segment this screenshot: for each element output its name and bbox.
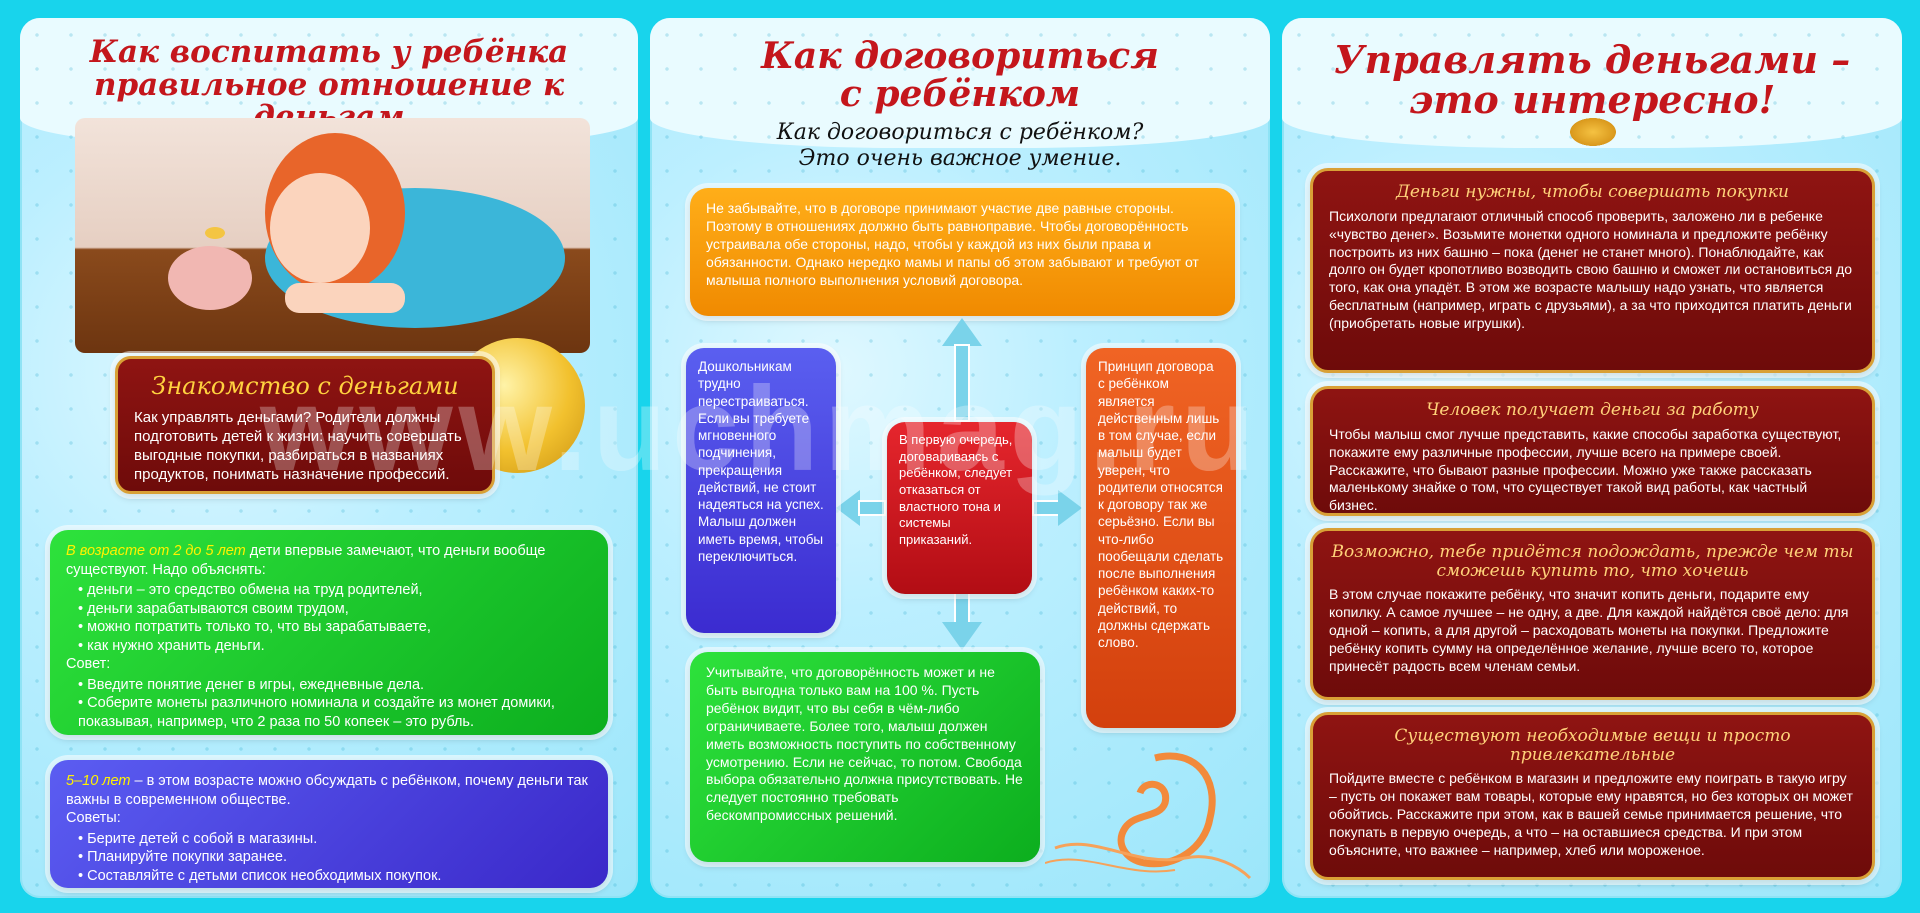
age-2-5-box: В возрасте от 2 до 5 лет дети впервые за… <box>50 530 608 735</box>
age1-item: деньги зарабатываются своим трудом, <box>78 600 592 619</box>
agreement-left-text: Дошкольникам трудно перестраиваться. Есл… <box>698 359 824 564</box>
age1-advice-item: Введите понятие денег в игры, ежедневные… <box>78 676 592 695</box>
age2-advice-list: Берите детей с собой в магазины. Планиру… <box>66 830 592 886</box>
money-box-text: Психологи предлагают отличный способ про… <box>1329 207 1853 332</box>
age-5-10-box: 5–10 лет – в этом возрасте можно обсужда… <box>50 760 608 888</box>
age2-advice-item: Составляйте с детьми список необходимых … <box>78 867 592 886</box>
agreement-top-box: Не забывайте, что в договоре принимают у… <box>690 188 1235 316</box>
money-box-3: Возможно, тебе придётся подождать, прежд… <box>1310 528 1875 700</box>
panel2-title-line2: с ребёнком <box>839 72 1081 115</box>
age1-advice-label: Совет: <box>66 656 111 673</box>
money-box-text: Пойдите вместе с ребёнком в магазин и пр… <box>1329 770 1853 858</box>
arrow-down-icon <box>942 622 982 650</box>
panel2-title-line1: Как договориться <box>761 35 1159 77</box>
arrow-left-icon <box>836 490 860 526</box>
panel3-title-line1: Управлять деньгами – <box>1333 37 1851 82</box>
panel2-subtitle-line1: Как договориться с ребёнком? <box>776 120 1144 145</box>
age2-text: – в этом возрасте можно обсуждать с ребё… <box>66 773 588 808</box>
panel1-title-line2: правильное отношение к деньгам <box>93 66 565 133</box>
agreement-left-box: Дошкольникам трудно перестраиваться. Есл… <box>686 348 836 633</box>
intro-box: Знакомство с деньгами Как управлять день… <box>115 356 495 494</box>
bow-decoration <box>1570 118 1616 146</box>
agreement-center-text: В первую очередь, договариваясь с ребёнк… <box>899 432 1013 547</box>
panel-money-attitude: Как воспитать у ребёнка правильное отнош… <box>20 18 638 898</box>
panel-money-management: Управлять деньгами – это интересно! День… <box>1282 18 1902 898</box>
agreement-top-text: Не забывайте, что в договоре принимают у… <box>706 200 1199 288</box>
age1-advice-item: Соберите монеты различного номинала и со… <box>78 694 592 731</box>
money-box-2: Человек получает деньги за работу Чтобы … <box>1310 386 1875 516</box>
age2-lead: 5–10 лет <box>66 773 131 789</box>
age1-list: деньги – это средство обмена на труд род… <box>66 581 592 655</box>
money-box-header: Человек получает деньги за работу <box>1426 400 1759 420</box>
age1-advice-list: Введите понятие денег в игры, ежедневные… <box>66 676 592 732</box>
intro-text: Как управлять деньгами? Родители должны … <box>134 408 462 484</box>
money-box-header: Деньги нужны, чтобы совершать покупки <box>1396 182 1789 202</box>
age2-intro: 5–10 лет – в этом возрасте можно обсужда… <box>66 772 592 809</box>
age2-advice-item: Планируйте покупки заранее. <box>78 848 592 867</box>
panel1-title-line1: Как воспитать у ребёнка <box>89 34 569 70</box>
age2-advice-item: Берите детей с собой в магазины. <box>78 830 592 849</box>
arrow-up-shaft <box>954 344 970 422</box>
age1-lead: В возрасте от 2 до 5 лет <box>66 543 246 559</box>
age1-item: как нужно хранить деньги. <box>78 637 592 656</box>
money-box-text: В этом случае покажите ребёнку, что знач… <box>1329 586 1849 674</box>
panel3-title: Управлять деньгами – это интересно! <box>1282 40 1902 120</box>
agreement-center-box: В первую очередь, договариваясь с ребёнк… <box>887 422 1032 594</box>
agreement-bottom-text: Учитывайте, что договорённость может и н… <box>706 664 1023 824</box>
panel1-title: Как воспитать у ребёнка правильное отнош… <box>20 36 638 134</box>
panel2-subtitle: Как договориться с ребёнком? Это очень в… <box>650 120 1270 173</box>
age1-item: можно потратить только то, что вы зараба… <box>78 618 592 637</box>
arrow-left-shaft <box>858 500 886 516</box>
money-box-1: Деньги нужны, чтобы совершать покупки Пс… <box>1310 168 1875 373</box>
intro-header: Знакомство с деньгами <box>151 372 459 400</box>
money-box-header: Возможно, тебе придётся подождать, прежд… <box>1331 542 1854 581</box>
agreement-right-text: Принцип договора с ребёнком является дей… <box>1098 359 1224 651</box>
arrow-right-icon <box>1058 490 1082 526</box>
agreement-right-box: Принцип договора с ребёнком является дей… <box>1086 348 1236 728</box>
panel2-title: Как договориться с ребёнком <box>650 35 1270 115</box>
arrow-right-shaft <box>1032 500 1060 516</box>
agreement-bottom-box: Учитывайте, что договорённость может и н… <box>690 652 1040 862</box>
panel2-subtitle-line2: Это очень важное умение. <box>798 146 1122 172</box>
panel-agreement: Как договориться с ребёнком Как договори… <box>650 18 1270 898</box>
age1-item: деньги – это средство обмена на труд род… <box>78 581 592 600</box>
age1-text: дети впервые замечают, что деньги вообще… <box>66 543 546 578</box>
mother-child-silhouette <box>1045 752 1252 880</box>
money-box-4: Существуют необходимые вещи и просто при… <box>1310 712 1875 880</box>
girl-piggybank-illustration <box>75 118 590 353</box>
panel3-title-line2: это интересно! <box>1408 76 1776 122</box>
age1-intro: В возрасте от 2 до 5 лет дети впервые за… <box>66 542 592 579</box>
money-box-text: Чтобы малыш смог лучше представить, каки… <box>1329 425 1842 514</box>
arrow-up-icon <box>942 318 982 346</box>
money-box-header: Существуют необходимые вещи и просто при… <box>1394 726 1791 765</box>
age2-advice-label: Советы: <box>66 810 121 827</box>
